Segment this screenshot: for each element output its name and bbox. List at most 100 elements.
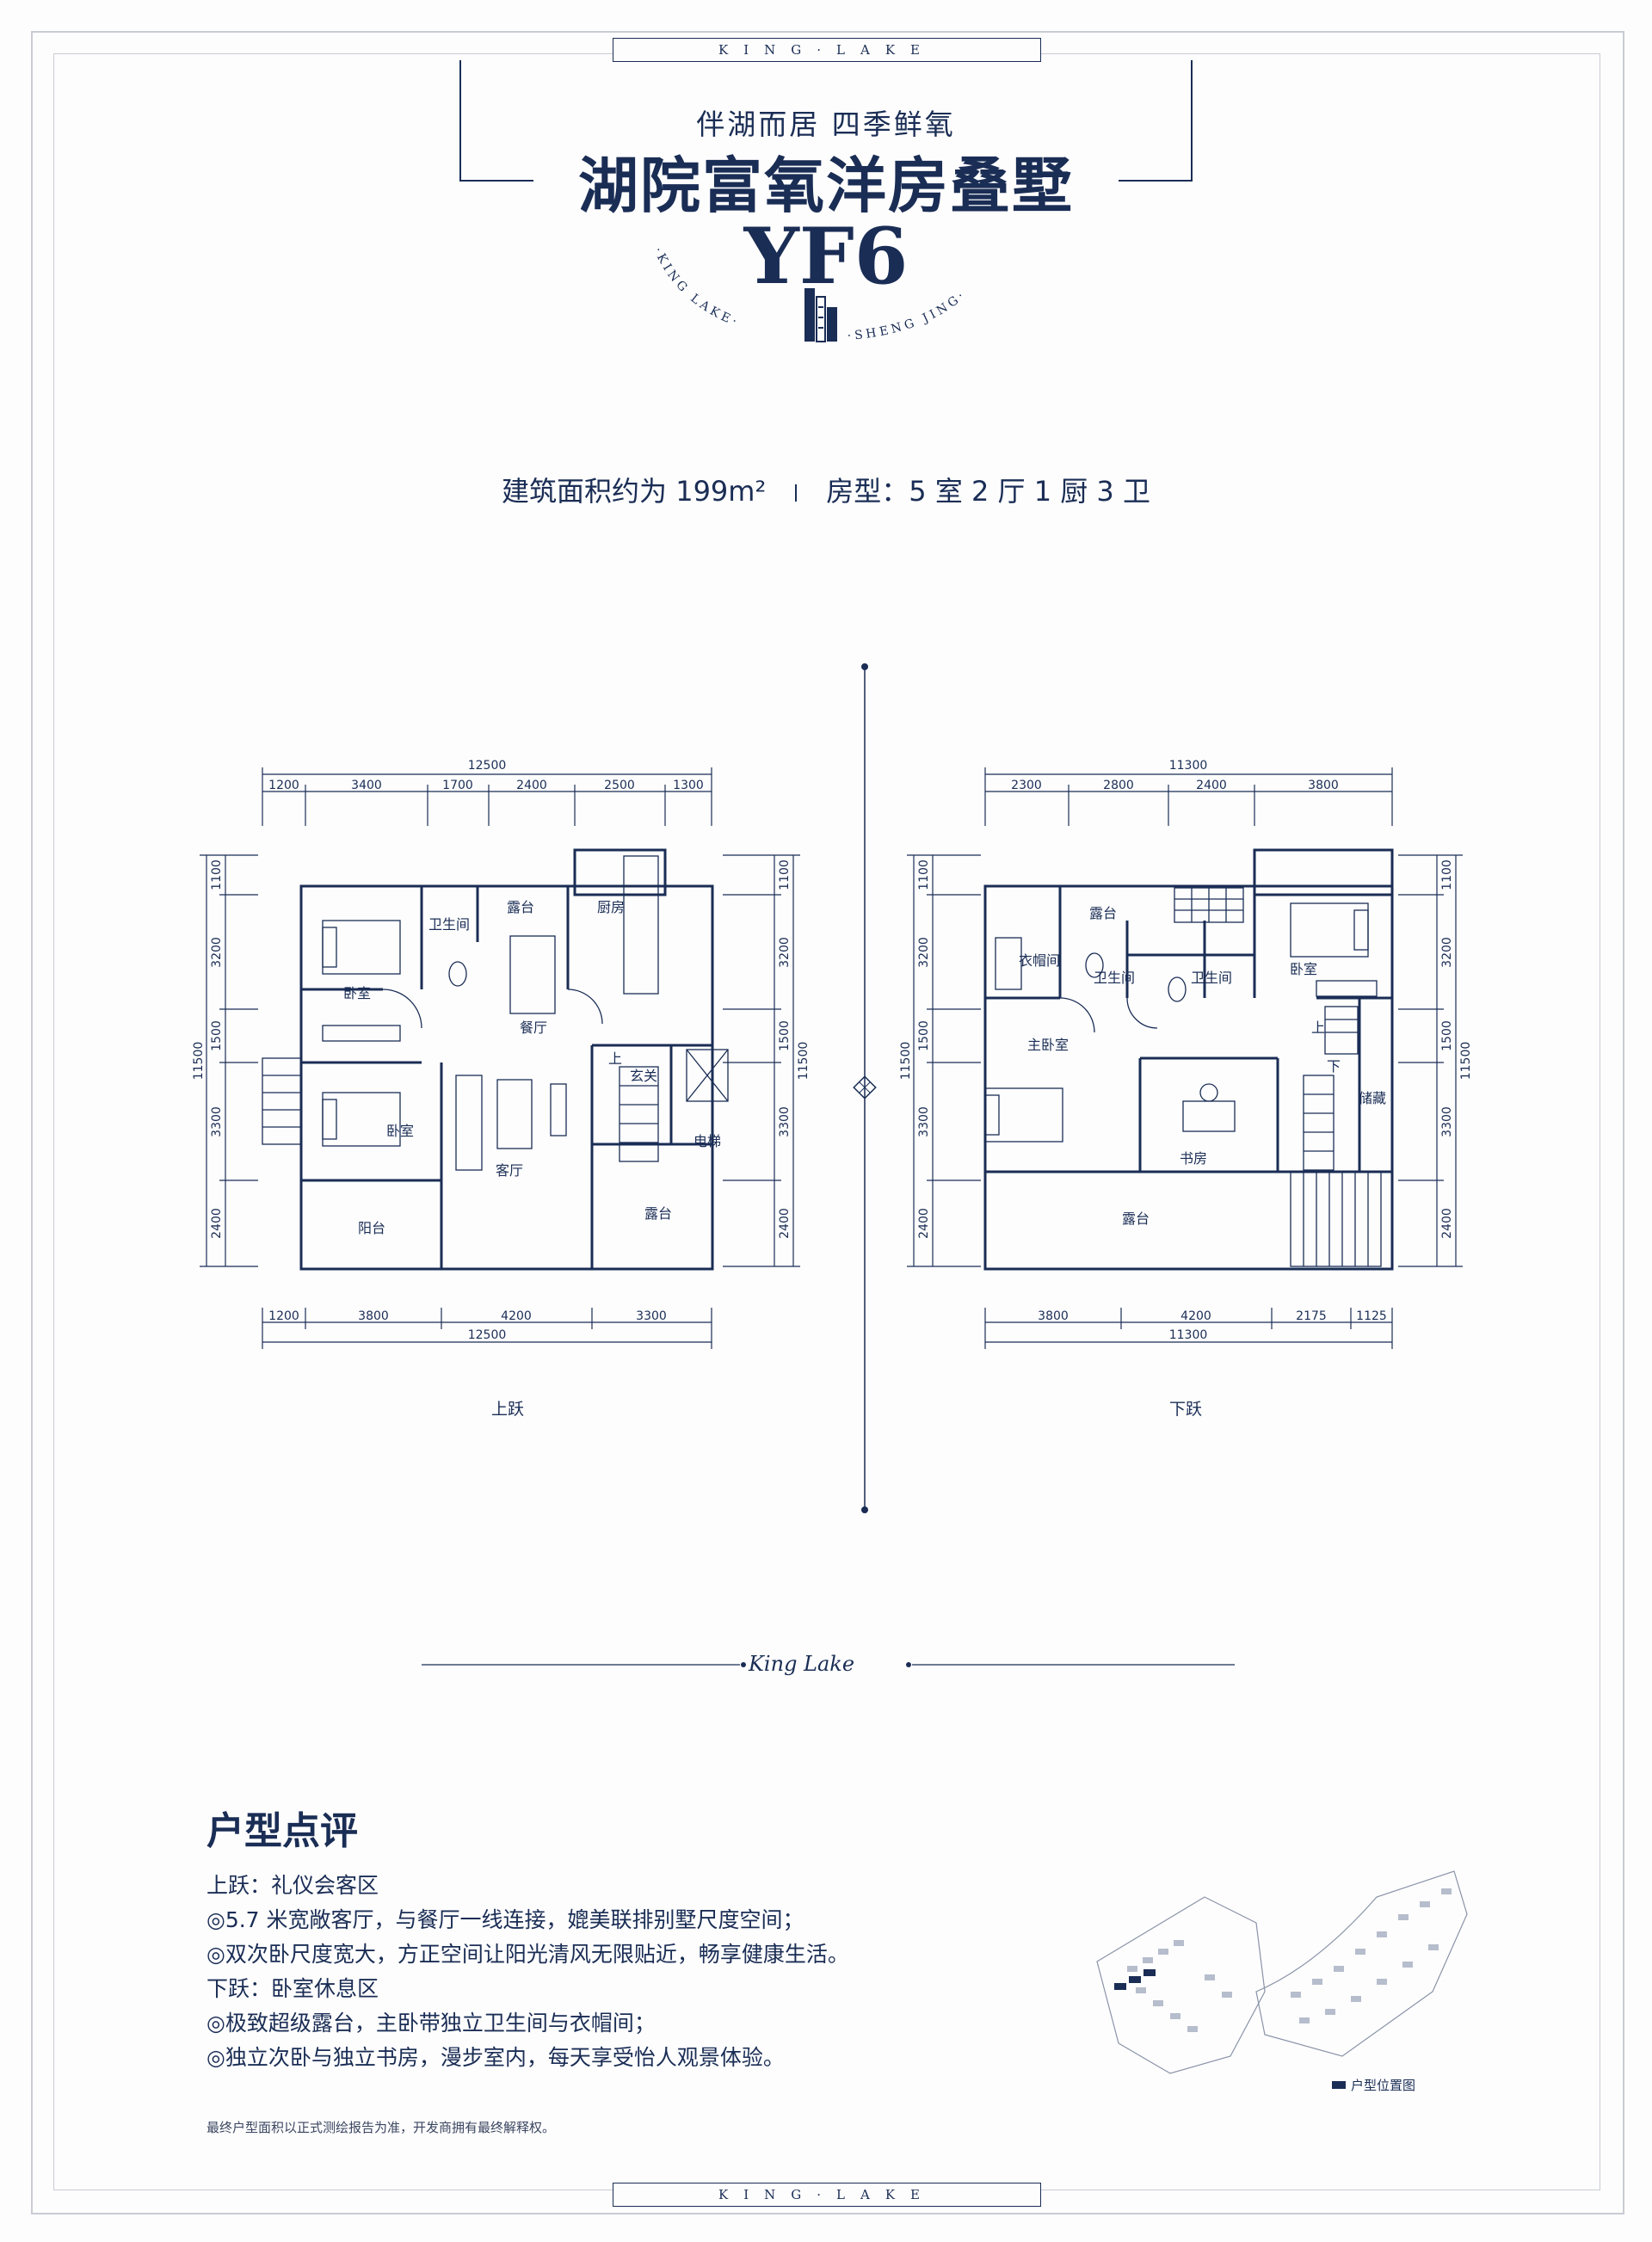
site-location-map <box>1096 1870 1468 2074</box>
upper-room-bedroom-1: 卧室 <box>343 985 371 1001</box>
header-bracket <box>459 60 1193 342</box>
lower-room-master: 主卧室 <box>1027 1037 1069 1053</box>
brand-tab-bottom: KING·LAKE <box>613 2183 1041 2207</box>
lower-room-bathroom-2: 卫生间 <box>1191 970 1232 986</box>
lower-stair-up: 上 <box>1311 1019 1325 1036</box>
center-divider <box>853 663 877 1513</box>
lower-left-dim-3: 1500 <box>917 1020 931 1051</box>
upper-room-terrace-2: 露台 <box>644 1205 672 1222</box>
upper-stair-up: 上 <box>608 1050 622 1067</box>
lower-bottom-dim-3: 2175 <box>1296 1309 1327 1323</box>
lower-top-dim-2: 2800 <box>1103 779 1134 792</box>
upper-left-dim-3: 1500 <box>210 1020 224 1051</box>
slogan: 伴湖而居 四季鲜氧 <box>696 108 956 141</box>
upper-bottom-dim-3: 4200 <box>501 1309 532 1323</box>
upper-room-bathroom: 卫生间 <box>428 916 470 933</box>
model-code: YF6 <box>743 211 909 302</box>
review-line-3: ◎双次卧尺度宽大，方正空间让阳光清风无限贴近，畅享健康生活。 <box>206 1942 849 1967</box>
king-lake-divider <box>422 1662 1235 1667</box>
upper-top-dim-2: 3400 <box>351 779 382 792</box>
upper-top-dim-1: 1200 <box>268 779 299 792</box>
upper-left-dim-5: 2400 <box>210 1208 224 1239</box>
spec-area: 建筑面积约为 199m² <box>502 475 767 508</box>
upper-left-dim-1: 1100 <box>210 859 224 890</box>
lower-top-dim-3: 2400 <box>1196 779 1227 792</box>
lower-left-dim-1: 1100 <box>917 859 931 890</box>
location-legend: 户型位置图 <box>1332 2076 1415 2094</box>
brand-tab-top: KING·LAKE <box>613 38 1041 62</box>
lower-floor-plan: 11300 2300 2800 2400 3800 3800 4200 2175… <box>899 759 1473 1419</box>
lower-bottom-dim-2: 4200 <box>1180 1309 1211 1323</box>
lower-room-terrace-1: 露台 <box>1089 905 1117 921</box>
upper-bottom-total: 12500 <box>468 1328 507 1342</box>
upper-right-dim-2: 3200 <box>778 937 792 968</box>
spec-separator <box>795 484 798 502</box>
lower-right-dim-1: 1100 <box>1440 859 1454 890</box>
tower-logo <box>804 288 837 342</box>
review-line-2: ◎5.7 米宽敞客厅，与餐厅一线连接，媲美联排别墅尺度空间； <box>206 1907 804 1932</box>
upper-right-dim-1: 1100 <box>778 859 792 890</box>
disclaimer: 最终户型面积以正式测绘报告为准，开发商拥有最终解释权。 <box>206 2120 556 2135</box>
lower-room-terrace-2: 露台 <box>1122 1210 1150 1227</box>
upper-room-bedroom-2: 卧室 <box>386 1123 414 1139</box>
lower-room-storage: 储藏 <box>1359 1090 1386 1106</box>
lower-bottom-dim-1: 3800 <box>1038 1309 1069 1323</box>
lower-room-bathroom-1: 卫生间 <box>1094 970 1135 986</box>
upper-left-total: 11500 <box>192 1042 206 1081</box>
review-line-5: ◎极致超级露台，主卧带独立卫生间与衣帽间； <box>206 2011 656 2036</box>
upper-plan-label: 上跃 <box>491 1400 524 1419</box>
legend-swatch <box>1332 2081 1346 2089</box>
upper-right-dim-3: 1500 <box>778 1020 792 1051</box>
upper-left-dim-4: 3300 <box>210 1106 224 1137</box>
lower-top-total: 11300 <box>1169 759 1208 773</box>
upper-room-foyer: 玄关 <box>630 1068 657 1084</box>
review-line-1: 上跃：礼仪会客区 <box>206 1873 379 1898</box>
upper-room-elevator: 电梯 <box>693 1133 721 1149</box>
lower-room-closet: 衣帽间 <box>1019 952 1060 969</box>
review-line-6: ◎独立次卧与独立书房，漫步室内，每天享受怡人观景体验。 <box>206 2045 785 2070</box>
king-lake-script: King Lake <box>749 1652 855 1676</box>
upper-top-dim-3: 1700 <box>442 779 473 792</box>
upper-top-dim-6: 1300 <box>673 779 704 792</box>
lower-right-dim-3: 1500 <box>1440 1020 1454 1051</box>
upper-top-total: 12500 <box>468 759 507 773</box>
upper-right-dim-5: 2400 <box>778 1208 792 1239</box>
lower-right-dim-5: 2400 <box>1440 1208 1454 1239</box>
lower-left-dim-2: 3200 <box>917 937 931 968</box>
lower-top-dim-4: 3800 <box>1308 779 1339 792</box>
page-title: 湖院富氧洋房叠墅 <box>578 150 1074 221</box>
review-title: 户型点评 <box>206 1809 358 1853</box>
lower-room-study: 书房 <box>1180 1150 1207 1167</box>
upper-room-dining: 餐厅 <box>520 1019 547 1036</box>
lower-plan-label: 下跃 <box>1169 1400 1202 1419</box>
upper-top-dim-4: 2400 <box>516 779 547 792</box>
upper-room-kitchen: 厨房 <box>597 899 625 915</box>
lower-left-total: 11500 <box>899 1042 913 1081</box>
upper-room-balcony: 阳台 <box>358 1220 385 1236</box>
spec-layout: 房型：5 室 2 厅 1 厨 3 卫 <box>826 475 1150 508</box>
lower-top-dim-1: 2300 <box>1011 779 1042 792</box>
outer-frame <box>31 31 1624 2214</box>
review-line-4: 下跃：卧室休息区 <box>206 1976 379 2001</box>
lower-right-total: 11500 <box>1459 1042 1473 1081</box>
upper-bottom-dim-2: 3800 <box>358 1309 389 1323</box>
lower-stair-down: 下 <box>1327 1058 1341 1075</box>
lower-room-bedroom: 卧室 <box>1290 961 1317 977</box>
upper-bottom-dim-4: 3300 <box>636 1309 667 1323</box>
legend-label: 户型位置图 <box>1351 2078 1416 2093</box>
lower-right-dim-2: 3200 <box>1440 937 1454 968</box>
lower-bottom-total: 11300 <box>1169 1328 1208 1342</box>
lower-left-dim-4: 3300 <box>917 1106 931 1137</box>
upper-floor-plan: 12500 1200 3400 1700 2400 2500 1300 1200… <box>192 759 811 1419</box>
upper-left-dim-2: 3200 <box>210 937 224 968</box>
lower-left-dim-5: 2400 <box>917 1208 931 1239</box>
logo-arc-text: ·KING LAKE· ·SHENG JING· <box>650 245 965 343</box>
specs-line: 建筑面积约为 199m² 房型：5 室 2 厅 1 厨 3 卫 <box>0 470 1652 509</box>
upper-top-dim-5: 2500 <box>604 779 635 792</box>
upper-room-terrace-1: 露台 <box>507 899 534 915</box>
upper-room-living: 客厅 <box>496 1162 523 1179</box>
upper-right-total: 11500 <box>797 1042 811 1081</box>
lower-right-dim-4: 3300 <box>1440 1106 1454 1137</box>
upper-bottom-dim-1: 1200 <box>268 1309 299 1323</box>
upper-right-dim-4: 3300 <box>778 1106 792 1137</box>
